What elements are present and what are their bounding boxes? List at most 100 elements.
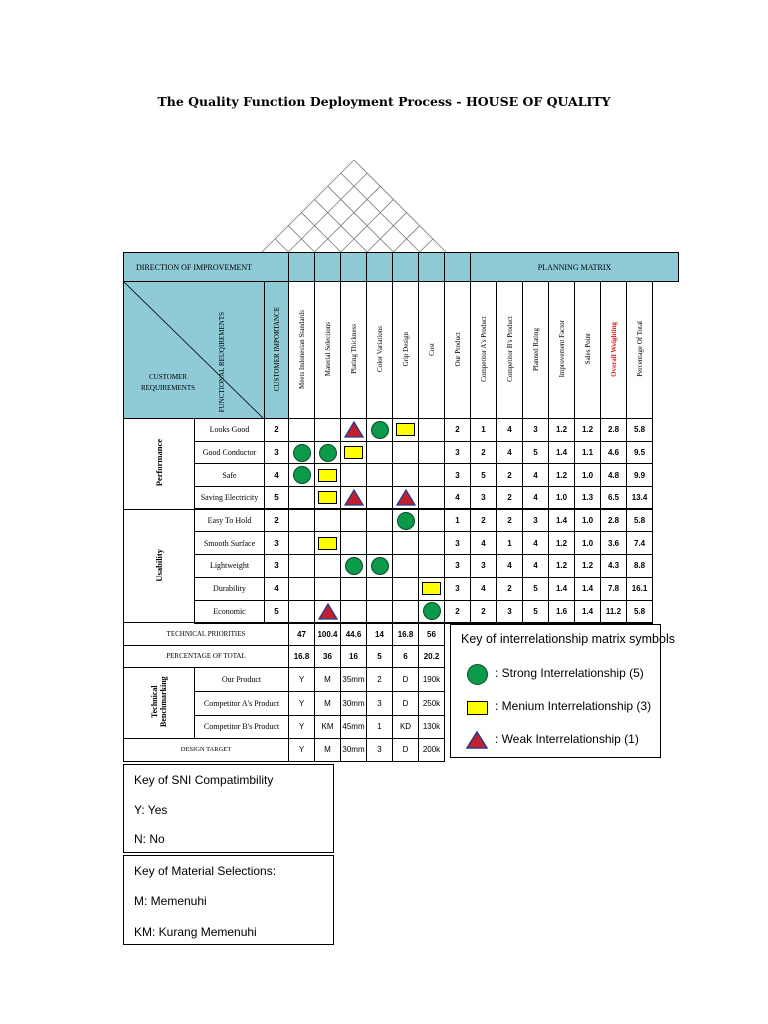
planning-value: 13.4 xyxy=(626,486,653,511)
page-title: The Quality Function Deployment Process … xyxy=(157,94,611,109)
correlation-roof xyxy=(261,159,447,253)
technical-benchmarking-label: Technical Benchmarking xyxy=(150,676,168,728)
relationship-cell xyxy=(314,463,341,488)
planning-value: 1.0 xyxy=(574,508,601,533)
planning-value: 6.5 xyxy=(600,486,627,511)
planning-value: 4 xyxy=(522,486,549,511)
planning-value: 8.8 xyxy=(626,554,653,578)
col-technical: Material Selections xyxy=(314,281,341,419)
relationship-cell xyxy=(314,531,341,556)
relationship-cell xyxy=(366,508,393,533)
relationship-cell xyxy=(418,531,445,556)
importance-value: 4 xyxy=(264,463,289,488)
relationship-cell xyxy=(340,531,367,556)
direction-cell xyxy=(418,252,445,282)
col-technical: Cost xyxy=(418,281,445,419)
benchmark-value: KD xyxy=(392,714,419,740)
relationship-cell xyxy=(340,576,367,601)
planning-value: 4 xyxy=(470,576,497,601)
planning-value: 1.4 xyxy=(574,576,601,601)
benchmark-value: 30mm xyxy=(340,690,367,716)
strong-circle-icon xyxy=(344,556,363,575)
planning-value: 5 xyxy=(522,440,549,465)
relationship-cell xyxy=(340,463,367,488)
planning-value: 2.8 xyxy=(600,508,627,533)
strong-circle-icon xyxy=(467,664,488,685)
planning-value: 5 xyxy=(522,599,549,624)
relationship-cell xyxy=(366,599,393,624)
strong-circle-icon xyxy=(370,556,389,575)
weak-triangle-icon xyxy=(343,488,364,506)
planning-value: 2 xyxy=(470,508,497,533)
technical-label: Color Variations xyxy=(375,326,384,372)
planning-value: 4 xyxy=(522,531,549,556)
planning-value: 1.2 xyxy=(548,418,575,442)
planning-value: 1.1 xyxy=(574,440,601,465)
relationship-cell xyxy=(366,554,393,578)
planning-value: 16.1 xyxy=(626,576,653,601)
importance-value: 3 xyxy=(264,554,289,578)
relationship-cell xyxy=(288,486,315,511)
planning-value: 5.8 xyxy=(626,599,653,624)
relationship-cell xyxy=(314,576,341,601)
relationship-cell xyxy=(366,531,393,556)
col-technical: Plating Thickness xyxy=(340,281,367,419)
key-material-km: KM: Kurang Memenuhi xyxy=(134,925,257,939)
benchmark-product-label: Competitor A's Product xyxy=(194,690,289,716)
group-label: Performance xyxy=(154,439,164,487)
relationship-cell xyxy=(418,418,445,442)
planning-value: 1.6 xyxy=(548,599,575,624)
percentage-of-total-value: 16.8 xyxy=(288,644,315,669)
planning-value: 7.4 xyxy=(626,531,653,556)
relationship-cell xyxy=(314,554,341,578)
col-planning: Our Product xyxy=(444,281,471,419)
direction-cell xyxy=(366,252,393,282)
planning-value: 1.0 xyxy=(574,463,601,488)
key-interrelationship-box: Key of interrelationship matrix symbols … xyxy=(450,624,675,758)
planning-value: 4.8 xyxy=(600,463,627,488)
planning-value: 3 xyxy=(444,554,471,578)
group-usability: Usability xyxy=(123,508,195,624)
planning-value: 5 xyxy=(470,463,497,488)
relationship-cell xyxy=(418,554,445,578)
col-technical: Color Variations xyxy=(366,281,393,419)
technical-priorities-value: 14 xyxy=(366,622,393,646)
relationship-cell xyxy=(314,486,341,511)
planning-value: 1.2 xyxy=(574,554,601,578)
relationship-cell xyxy=(340,418,367,442)
planning-value: 1.0 xyxy=(574,531,601,556)
relationship-cell xyxy=(392,463,419,488)
importance-value: 3 xyxy=(264,440,289,465)
relationship-cell xyxy=(340,440,367,465)
planning-value: 3 xyxy=(470,554,497,578)
technical-priorities-value: 100.4 xyxy=(314,622,341,646)
planning-value: 4 xyxy=(496,418,523,442)
design-target-value: 3 xyxy=(366,738,393,762)
col-planning: Sales Point xyxy=(574,281,601,419)
key-material-m: M: Memenuhi xyxy=(134,894,207,908)
importance-value: 5 xyxy=(264,486,289,511)
planning-value: 1.4 xyxy=(574,599,601,624)
requirement-label: Economic xyxy=(194,599,265,624)
benchmark-value: 1 xyxy=(366,714,393,740)
benchmark-value: KM xyxy=(314,714,341,740)
relationship-cell xyxy=(314,418,341,442)
planning-value: 4 xyxy=(444,486,471,511)
planning-value: 2 xyxy=(496,576,523,601)
relationship-cell xyxy=(314,599,341,624)
design-target-value: 30mm xyxy=(340,738,367,762)
relationship-cell xyxy=(288,463,315,488)
requirement-label: Durability xyxy=(194,576,265,601)
technical-label: Material Selections xyxy=(323,321,332,377)
planning-value: 1.2 xyxy=(548,554,575,578)
col-planning: Planned Rating xyxy=(522,281,549,419)
key-sni-yes: Y: Yes xyxy=(134,803,168,817)
relationship-cell xyxy=(392,599,419,624)
weak-triangle-icon xyxy=(395,488,416,506)
planning-value: 1.2 xyxy=(548,463,575,488)
